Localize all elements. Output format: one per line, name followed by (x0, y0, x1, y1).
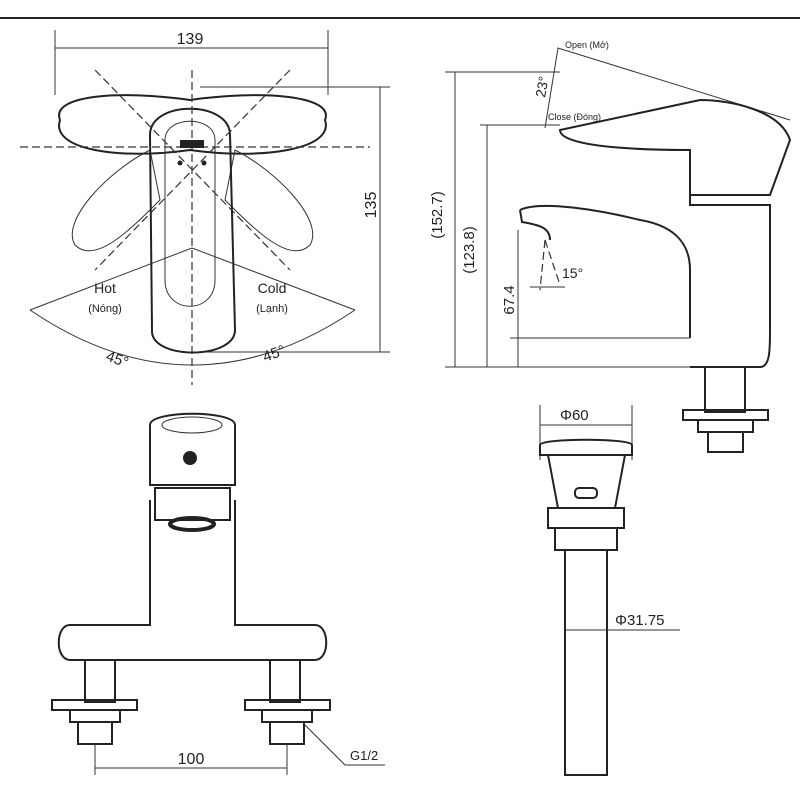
dim-135: 135 (363, 192, 380, 219)
front-view: 100 G1/2 (51, 412, 385, 775)
hot-label: Hot (94, 280, 116, 296)
handle-screw (183, 451, 197, 465)
close-label: Close (Đóng) (548, 112, 601, 122)
dim-spout-height: 67.4 (501, 285, 518, 314)
lever-angle: 23° (532, 75, 551, 99)
dim-100: 100 (178, 751, 205, 768)
open-label: Open (Mở) (565, 40, 609, 50)
hot-cold-indicator (180, 140, 204, 148)
dim-phi31: Φ31.75 (615, 612, 665, 629)
drain-view: Φ60 Φ31.75 (539, 405, 680, 776)
dim-phi60: Φ60 (560, 407, 589, 424)
hot-sub-label: (Nóng) (88, 303, 122, 315)
thread-label: G1/2 (350, 748, 378, 763)
dim-139: 139 (177, 31, 204, 48)
cold-label: Cold (258, 280, 287, 296)
cold-sub-label: (Lạnh) (256, 303, 288, 315)
spray-angle: 15° (562, 265, 583, 281)
angle-right: 45° (261, 342, 288, 366)
angle-left: 45° (104, 348, 131, 372)
dim-body-height: (123.8) (461, 226, 478, 274)
top-view: 139 135 Hot (Nóng) Cold (Lạnh) 45° 45° (20, 30, 390, 385)
dim-total-height: (152.7) (429, 191, 446, 239)
side-view: (152.7) (123.8) 67.4 Open (Mở) Close (Đó… (429, 40, 792, 453)
